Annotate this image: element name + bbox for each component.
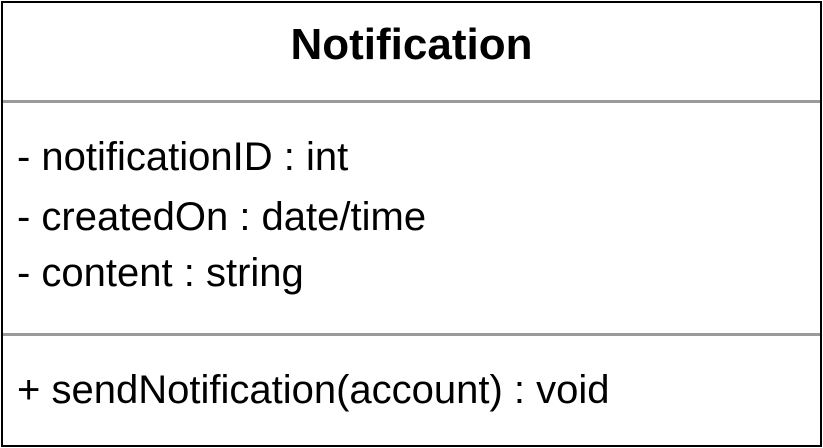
class-name: Notification bbox=[290, 20, 533, 69]
attribute-content: - content : string bbox=[17, 251, 304, 295]
attribute-notification-id: - notificationID : int bbox=[17, 135, 349, 179]
attributes-divider bbox=[3, 333, 820, 336]
attribute-created-on: - createdOn : date/time bbox=[17, 195, 427, 239]
operation-send-notification: + sendNotification(account) : void bbox=[17, 368, 610, 412]
attributes-compartment: - notificationID : int - createdOn : dat… bbox=[3, 103, 820, 333]
header-divider bbox=[3, 100, 820, 103]
class-header: Notification bbox=[3, 3, 820, 100]
operations-compartment: + sendNotification(account) : void bbox=[3, 336, 820, 445]
